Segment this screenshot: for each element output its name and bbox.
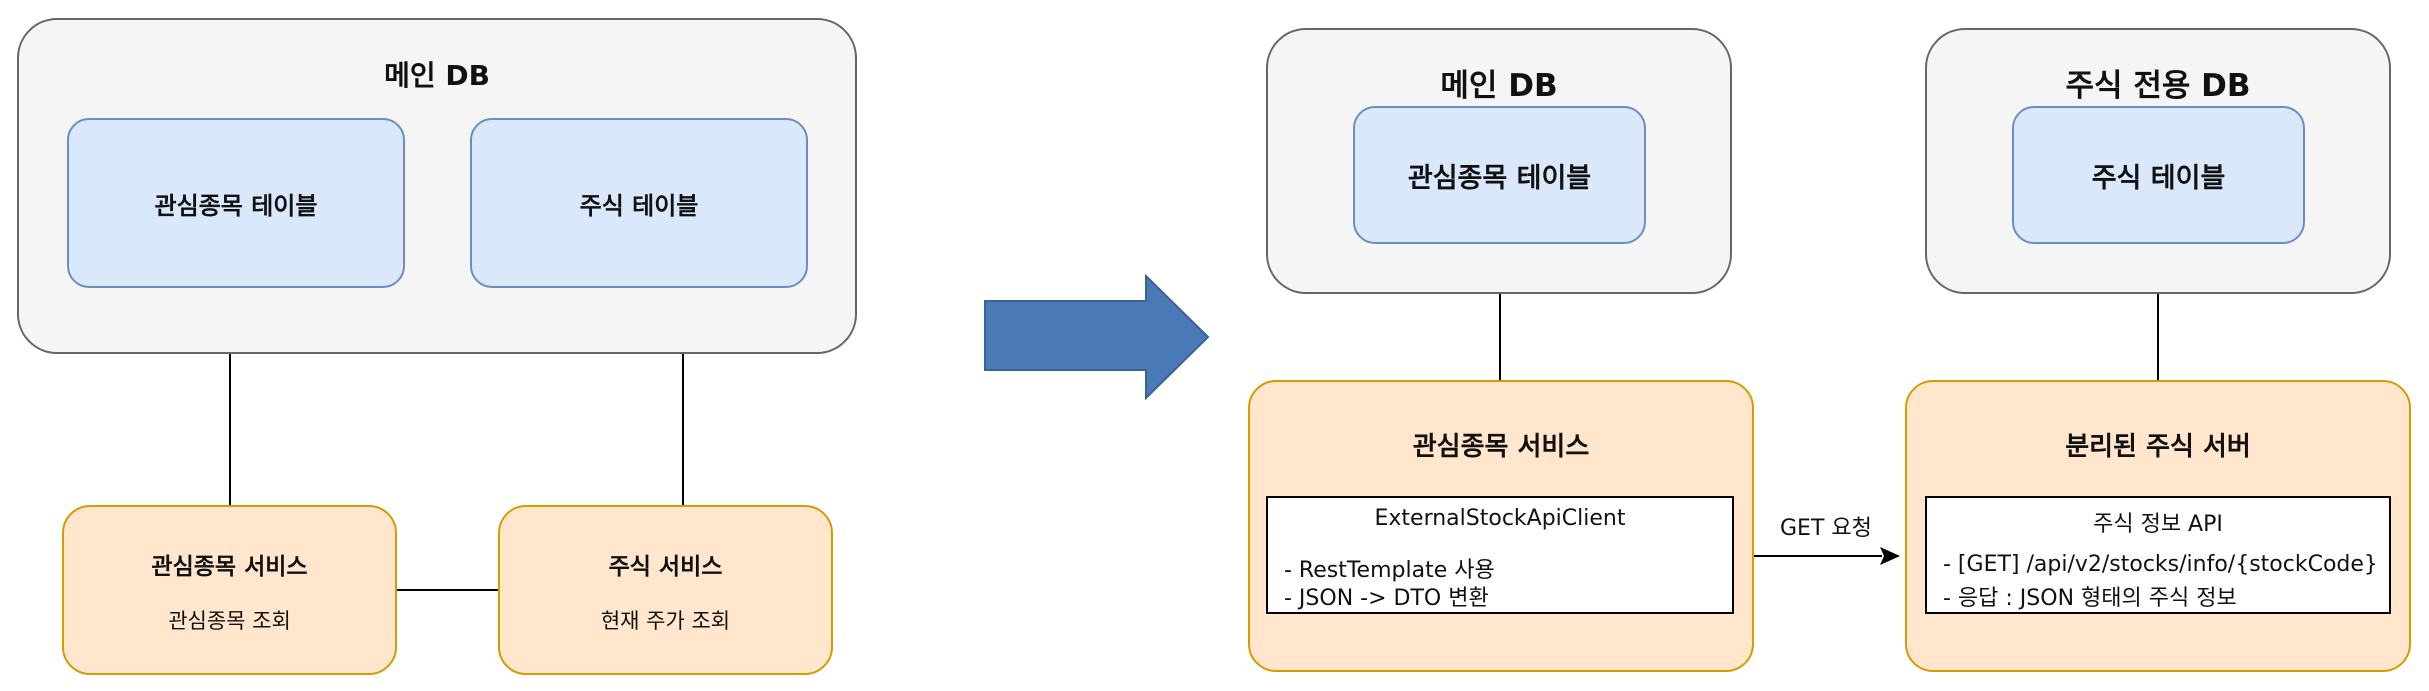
stock-table-after-label: 주식 테이블 <box>2091 162 2226 194</box>
watchlist-table-after: 관심종목 테이블 <box>1353 106 1646 244</box>
watchlist-service: 관심종목 서비스 관심종목 조회 <box>62 505 397 675</box>
main-db-container-after: 메인 DB <box>1266 28 1732 294</box>
api-line-response: - 응답 : JSON 형태의 주식 정보 <box>1943 586 2237 611</box>
get-request-label: GET 요청 <box>1780 516 1872 541</box>
watchlist-service-after-name: 관심종목 서비스 <box>1412 432 1590 462</box>
stock-service-desc: 현재 주가 조회 <box>600 609 731 633</box>
watchlist-service-name: 관심종목 서비스 <box>151 554 308 580</box>
api-line-endpoint: - [GET] /api/v2/stocks/info/{stockCode} <box>1943 552 2378 577</box>
stock-db-container: 주식 전용 DB <box>1925 28 2391 294</box>
watchlist-service-desc: 관심종목 조회 <box>168 609 291 633</box>
stock-info-api-title: 주식 정보 API <box>2093 512 2223 537</box>
stock-table: 주식 테이블 <box>470 118 808 288</box>
stock-info-api-box: 주식 정보 API - [GET] /api/v2/stocks/info/{s… <box>1925 496 2391 614</box>
stock-table-label: 주식 테이블 <box>579 191 699 220</box>
main-db-label-after: 메인 DB <box>1440 68 1558 104</box>
request-arrow-head <box>1880 547 1900 565</box>
watchlist-table-after-label: 관심종목 테이블 <box>1407 162 1592 194</box>
stock-table-after: 주식 테이블 <box>2012 106 2305 244</box>
external-stock-api-client-title: ExternalStockApiClient <box>1374 506 1626 531</box>
main-db-label: 메인 DB <box>384 59 490 92</box>
stock-service: 주식 서비스 현재 주가 조회 <box>498 505 833 675</box>
stock-service-name: 주식 서비스 <box>608 554 723 580</box>
stock-db-label: 주식 전용 DB <box>2065 68 2251 104</box>
watchlist-table: 관심종목 테이블 <box>67 118 405 288</box>
client-line-json-dto: - JSON -> DTO 변환 <box>1284 586 1489 611</box>
stock-server-name: 분리된 주식 서버 <box>2065 432 2251 462</box>
transition-arrow <box>984 273 1210 401</box>
watchlist-table-label: 관심종목 테이블 <box>154 191 318 220</box>
external-stock-api-client-box: ExternalStockApiClient - RestTemplate 사용… <box>1266 496 1734 614</box>
client-line-resttemplate: - RestTemplate 사용 <box>1284 558 1495 583</box>
